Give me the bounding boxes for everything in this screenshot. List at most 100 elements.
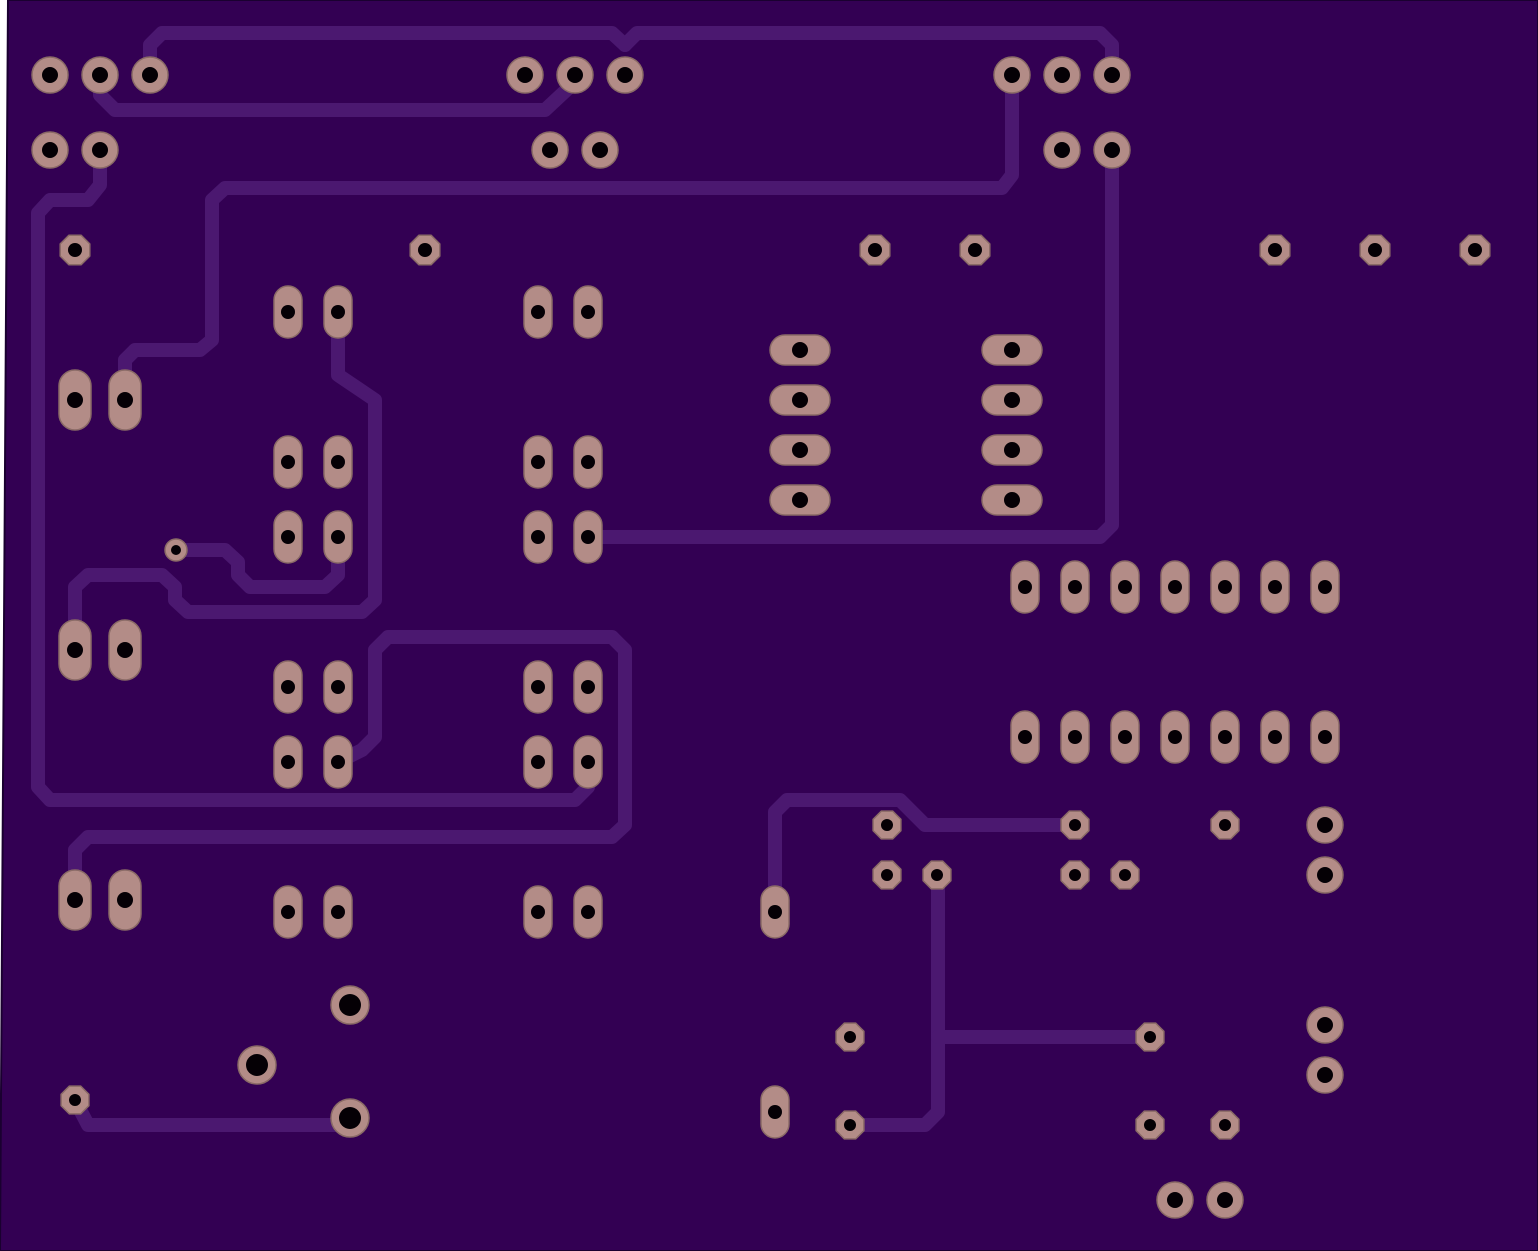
octagon-pad	[959, 234, 991, 266]
drill-hole	[331, 530, 345, 544]
oval-pad-vertical	[108, 369, 142, 431]
drill-hole	[581, 305, 595, 319]
round-pad	[237, 1045, 277, 1085]
drill-hole	[1068, 730, 1082, 744]
round-pad	[1156, 1181, 1194, 1219]
drill-hole	[1144, 1031, 1156, 1043]
copper-trace	[581, 143, 1119, 544]
oval-pad-vertical	[523, 735, 553, 789]
round-pad	[1093, 131, 1131, 169]
oval-pad-vertical	[323, 285, 353, 339]
drill-hole	[881, 869, 893, 881]
round-pad	[1206, 1181, 1244, 1219]
drill-hole	[1167, 1192, 1183, 1208]
drill-hole	[1368, 243, 1382, 257]
drill-hole	[42, 67, 58, 83]
drill-hole	[281, 305, 295, 319]
drill-hole	[881, 819, 893, 831]
oval-pad-vertical	[1160, 710, 1190, 764]
drill-hole	[67, 642, 83, 658]
drill-hole	[1268, 730, 1282, 744]
drill-hole	[531, 755, 545, 769]
copper-trace	[168, 530, 345, 594]
octagon-pad	[872, 860, 902, 890]
drill-hole	[592, 142, 608, 158]
drill-hole	[1268, 243, 1282, 257]
oval-pad-vertical	[573, 285, 603, 339]
copper-trace	[618, 26, 1119, 82]
drill-hole	[1004, 67, 1020, 83]
drill-hole	[792, 342, 808, 358]
drill-hole	[418, 243, 432, 257]
drill-hole	[1004, 442, 1020, 458]
oval-pad-vertical	[760, 1085, 790, 1139]
oval-pad-horizontal	[981, 334, 1043, 366]
round-pad	[506, 56, 544, 94]
drill-hole	[1317, 817, 1333, 833]
drill-hole	[1168, 730, 1182, 744]
octagon-pad	[1135, 1110, 1165, 1140]
oval-pad-vertical	[1010, 710, 1040, 764]
drill-hole	[567, 67, 583, 83]
drill-hole	[1004, 342, 1020, 358]
drill-hole	[531, 530, 545, 544]
oval-pad-vertical	[760, 885, 790, 939]
drill-hole	[531, 305, 545, 319]
drill-hole	[531, 455, 545, 469]
oval-pad-vertical	[573, 435, 603, 489]
octagon-pad	[922, 860, 952, 890]
oval-pad-vertical	[323, 885, 353, 939]
drill-hole	[1217, 1192, 1233, 1208]
drill-hole	[968, 243, 982, 257]
drill-hole	[1318, 580, 1332, 594]
drill-hole	[67, 892, 83, 908]
oval-pad-horizontal	[769, 434, 831, 466]
oval-pad-vertical	[323, 510, 353, 564]
oval-pad-vertical	[1210, 710, 1240, 764]
copper-trace	[68, 305, 382, 657]
round-pad	[81, 131, 119, 169]
drill-hole	[246, 1054, 268, 1076]
drill-hole	[1168, 580, 1182, 594]
oval-pad-vertical	[573, 660, 603, 714]
oval-pad-horizontal	[769, 484, 831, 516]
round-pad	[1043, 56, 1081, 94]
octagon-pad	[1210, 810, 1240, 840]
oval-pad-vertical	[523, 660, 553, 714]
drill-hole	[1144, 1119, 1156, 1131]
octagon-pad	[1459, 234, 1491, 266]
drill-hole	[1069, 869, 1081, 881]
drill-hole	[67, 392, 83, 408]
drill-hole	[1317, 867, 1333, 883]
drill-hole	[117, 892, 133, 908]
drill-hole	[331, 755, 345, 769]
oval-pad-vertical	[108, 619, 142, 681]
octagon-pad	[1210, 1110, 1240, 1140]
drill-hole	[117, 392, 133, 408]
oval-pad-horizontal	[981, 484, 1043, 516]
round-pad	[330, 985, 370, 1025]
drill-hole	[531, 905, 545, 919]
drill-hole	[1268, 580, 1282, 594]
pad-layer	[31, 56, 1491, 1219]
oval-pad-vertical	[573, 510, 603, 564]
copper-trace	[118, 68, 1019, 407]
oval-pad-vertical	[1260, 710, 1290, 764]
drill-hole	[92, 142, 108, 158]
oval-pad-horizontal	[981, 384, 1043, 416]
round-pad	[1306, 1006, 1344, 1044]
drill-hole	[331, 455, 345, 469]
drill-hole	[1317, 1067, 1333, 1083]
drill-hole	[1118, 730, 1132, 744]
drill-hole	[581, 530, 595, 544]
round-pad	[31, 131, 69, 169]
oval-pad-vertical	[573, 735, 603, 789]
round-pad	[606, 56, 644, 94]
drill-hole	[868, 243, 882, 257]
drill-hole	[792, 492, 808, 508]
oval-pad-vertical	[1310, 560, 1340, 614]
copper-trace	[843, 868, 945, 1132]
round-pad	[31, 56, 69, 94]
drill-hole	[768, 905, 782, 919]
